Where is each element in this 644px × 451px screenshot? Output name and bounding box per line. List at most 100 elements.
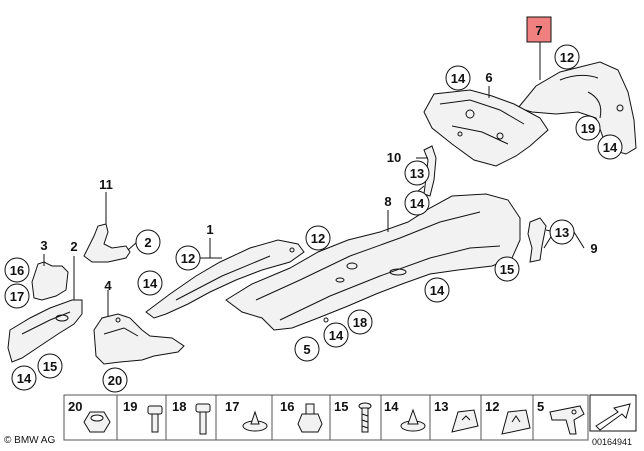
bolt-icon bbox=[147, 405, 163, 433]
clip-icon bbox=[400, 408, 426, 432]
svg-text:7: 7 bbox=[535, 23, 542, 38]
svg-text:16: 16 bbox=[280, 399, 294, 414]
label-1[interactable]: 1 bbox=[206, 222, 213, 237]
svg-text:1: 1 bbox=[206, 222, 213, 237]
svg-text:13: 13 bbox=[410, 166, 424, 181]
callout-14[interactable]: 14 bbox=[424, 277, 450, 303]
callout-14[interactable]: 14 bbox=[323, 322, 349, 348]
hardware-item-12[interactable]: 12 bbox=[485, 399, 531, 435]
callout-19[interactable]: 19 bbox=[575, 115, 601, 141]
callout-15[interactable]: 15 bbox=[37, 353, 63, 379]
svg-text:12: 12 bbox=[485, 399, 499, 414]
hardware-item-18[interactable]: 18 bbox=[172, 399, 211, 435]
svg-text:20: 20 bbox=[68, 399, 82, 414]
svg-text:5: 5 bbox=[303, 342, 310, 357]
diagram-number: 00164941 bbox=[592, 437, 633, 447]
svg-text:16: 16 bbox=[10, 263, 24, 278]
callout-13[interactable]: 13 bbox=[549, 219, 575, 245]
hardware-strip bbox=[63, 394, 589, 441]
label-2[interactable]: 2 bbox=[70, 239, 77, 254]
svg-text:14: 14 bbox=[430, 283, 445, 298]
heat-shield-2-drawing[interactable] bbox=[7, 299, 83, 363]
svg-text:12: 12 bbox=[311, 231, 325, 246]
callout-15[interactable]: 15 bbox=[494, 256, 520, 282]
callout-12[interactable]: 12 bbox=[305, 225, 331, 251]
svg-text:18: 18 bbox=[172, 399, 186, 414]
callout-14[interactable]: 14 bbox=[11, 365, 37, 391]
callout-14[interactable]: 14 bbox=[597, 134, 623, 160]
hardware-item-15[interactable]: 15 bbox=[334, 399, 372, 433]
speed-nut-icon bbox=[451, 409, 479, 433]
hardware-item-20[interactable]: 20 bbox=[68, 399, 111, 433]
heat-shield-4-drawing[interactable] bbox=[93, 313, 185, 365]
direction-arrow-icon bbox=[589, 394, 637, 432]
svg-text:17: 17 bbox=[225, 399, 239, 414]
svg-text:5: 5 bbox=[537, 399, 544, 414]
callout-2[interactable]: 2 bbox=[135, 229, 161, 255]
hardware-item-13[interactable]: 13 bbox=[434, 399, 479, 433]
svg-text:18: 18 bbox=[353, 315, 367, 330]
callout-14[interactable]: 14 bbox=[404, 190, 430, 216]
svg-text:14: 14 bbox=[384, 399, 399, 414]
callout-20[interactable]: 20 bbox=[102, 367, 128, 393]
nut-icon bbox=[83, 411, 111, 433]
svg-text:2: 2 bbox=[70, 239, 77, 254]
bracket-icon bbox=[549, 405, 585, 435]
bracket-3-drawing[interactable] bbox=[31, 261, 69, 301]
svg-text:20: 20 bbox=[108, 373, 122, 388]
svg-text:19: 19 bbox=[581, 121, 595, 136]
svg-text:14: 14 bbox=[143, 276, 158, 291]
speed-nut-icon bbox=[501, 409, 531, 435]
svg-text:8: 8 bbox=[384, 194, 391, 209]
label-4[interactable]: 4 bbox=[104, 278, 112, 293]
hardware-item-17[interactable]: 17 bbox=[225, 399, 268, 432]
svg-text:12: 12 bbox=[560, 50, 574, 65]
heat-shield-1-drawing[interactable] bbox=[145, 239, 305, 319]
svg-text:11: 11 bbox=[99, 177, 113, 192]
heat-shield-8-drawing[interactable] bbox=[225, 193, 521, 331]
callout-17[interactable]: 17 bbox=[4, 283, 30, 309]
callout-5[interactable]: 5 bbox=[294, 336, 320, 362]
copyright-text: © BMW AG bbox=[4, 435, 56, 446]
callout-14[interactable]: 14 bbox=[137, 270, 163, 296]
heat-shield-7-drawing[interactable] bbox=[517, 61, 637, 155]
svg-text:14: 14 bbox=[603, 140, 618, 155]
hardware-item-16[interactable]: 16 bbox=[280, 399, 323, 433]
hardware-item-14[interactable]: 14 bbox=[384, 399, 426, 432]
label-3[interactable]: 3 bbox=[40, 238, 47, 253]
svg-text:10: 10 bbox=[387, 150, 401, 165]
svg-text:14: 14 bbox=[329, 328, 344, 343]
svg-text:2: 2 bbox=[144, 235, 151, 250]
svg-text:14: 14 bbox=[410, 196, 425, 211]
callout-18[interactable]: 18 bbox=[347, 309, 373, 335]
svg-text:14: 14 bbox=[451, 71, 466, 86]
callout-12[interactable]: 12 bbox=[175, 245, 201, 271]
nut-icon bbox=[297, 403, 323, 433]
hardware-item-19[interactable]: 19 bbox=[123, 399, 163, 433]
svg-text:6: 6 bbox=[485, 70, 492, 85]
svg-text:17: 17 bbox=[10, 289, 24, 304]
callout-16[interactable]: 16 bbox=[4, 257, 30, 283]
callout-7-highlighted[interactable]: 7 bbox=[526, 16, 552, 43]
svg-text:3: 3 bbox=[40, 238, 47, 253]
svg-text:15: 15 bbox=[43, 359, 57, 374]
svg-text:9: 9 bbox=[590, 241, 597, 256]
label-8[interactable]: 8 bbox=[384, 194, 391, 209]
svg-text:13: 13 bbox=[434, 399, 448, 414]
label-9[interactable]: 9 bbox=[590, 241, 597, 256]
heat-shield-6-drawing[interactable] bbox=[423, 89, 549, 167]
label-10[interactable]: 10 bbox=[387, 150, 401, 165]
callout-13[interactable]: 13 bbox=[404, 160, 430, 186]
bolt-icon bbox=[195, 403, 211, 435]
label-6[interactable]: 6 bbox=[485, 70, 492, 85]
bracket-9-drawing[interactable] bbox=[527, 217, 547, 263]
hardware-item-5[interactable]: 5 bbox=[537, 399, 585, 435]
svg-text:4: 4 bbox=[104, 278, 112, 293]
label-11[interactable]: 11 bbox=[99, 177, 113, 192]
bracket-11-drawing[interactable] bbox=[83, 223, 131, 263]
svg-text:19: 19 bbox=[123, 399, 137, 414]
callout-14[interactable]: 14 bbox=[445, 65, 471, 91]
callout-12[interactable]: 12 bbox=[554, 44, 580, 70]
clip-icon bbox=[242, 410, 268, 432]
